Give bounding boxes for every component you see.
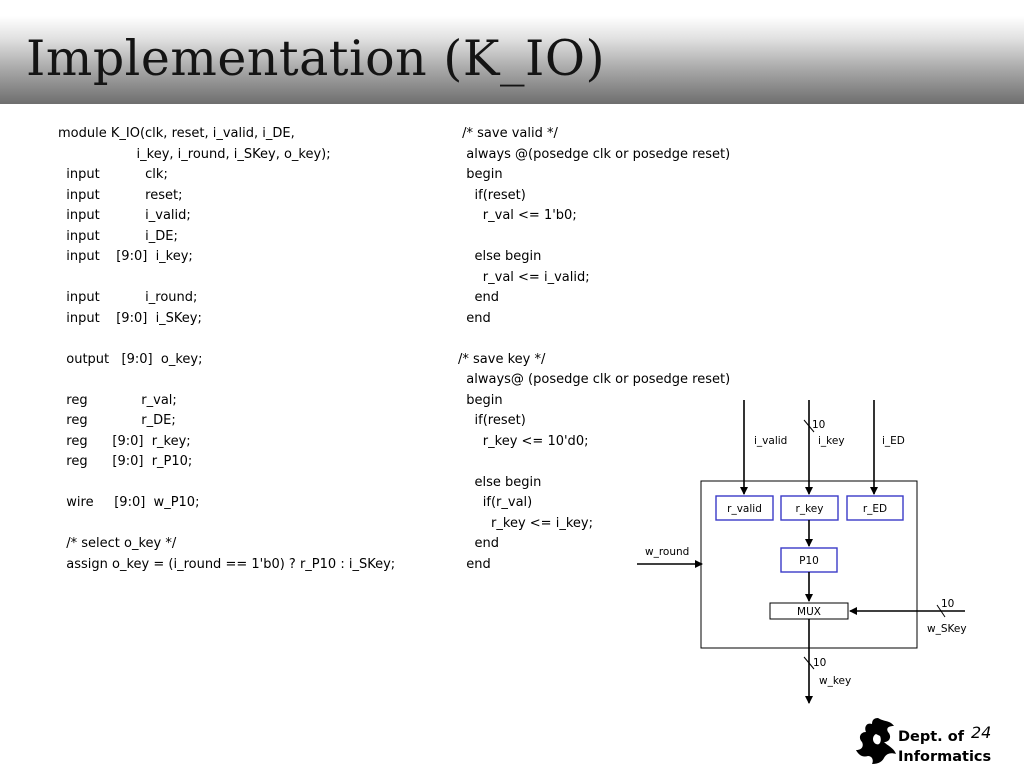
r-ed-register [846,495,904,521]
code-line: module K_IO(clk, reset, i_valid, i_DE, [58,126,295,141]
code-line: output [9:0] o_key; [58,351,203,367]
code-line: input i_valid; [58,208,191,223]
code-line: if(reset) [458,187,526,203]
i-key-bus-slash [803,419,815,433]
i-ed-label: i_ED [882,435,905,447]
code-line: reg r_DE; [58,413,176,428]
code-line: input i_DE; [58,228,178,244]
r-key-label: r_key [796,503,824,515]
r-ed-label: r_ED [863,503,887,515]
page-number: 24 [971,723,992,742]
code-line: wire [9:0] w_P10; [58,495,200,510]
verilog-module-code: module K_IO(clk, reset, i_valid, i_DE, i… [58,124,395,575]
w-key-label: w_key [819,675,851,687]
code-line: r_key <= i_key; [458,515,593,531]
w-skey-bus-width: 10 [941,598,954,610]
code-line: always@ (posedge clk or posedge reset) [458,372,731,387]
r-key-register [780,495,839,521]
code-line: reg [9:0] r_key; [58,433,191,449]
code-line: reg [9:0] r_P10; [58,454,193,469]
code-line: assign o_key = (i_round == 1'b0) ? r_P10… [58,556,396,572]
code-line: else begin [458,474,542,490]
code-line: i_key, i_round, i_SKey, o_key); [58,146,331,162]
w-round-label: w_round [645,546,689,558]
title-bar [0,16,1024,104]
p10-label: P10 [799,555,819,567]
code-line: end [458,536,500,551]
code-line: begin [458,167,503,182]
code-line: input [9:0] i_SKey; [58,310,202,326]
w-skey-bus-slash [936,604,946,618]
code-line: r_val <= 1'b0; [458,208,577,223]
i-key-label: i_key [818,435,845,447]
code-line: else begin [458,249,542,264]
r-valid-register [715,495,774,521]
code-line: /* select o_key */ [58,536,177,551]
code-line: input clk; [58,167,168,182]
code-line: r_val <= i_valid; [458,269,590,285]
w-key-bus-slash [803,656,815,670]
code-line: input i_round; [58,290,198,305]
w-skey-label: w_SKey [927,623,967,635]
code-line: always @(posedge clk or posedge reset) [458,146,731,162]
verilog-always-code: /* save valid */ always @(posedge clk or… [458,124,730,575]
code-line: if(r_val) [458,495,533,510]
code-line: input reset; [58,187,183,203]
department-logo-icon [856,718,896,764]
code-line: end [458,290,500,305]
code-line: begin [458,392,503,408]
w-key-bus-width: 10 [813,657,826,669]
r-valid-label: r_valid [727,503,762,515]
code-line: /* save valid */ [458,126,558,141]
slide-title: Implementation (K_IO) [26,30,606,87]
code-line: if(reset) [458,413,526,428]
i-valid-label: i_valid [754,435,787,447]
mux-label: MUX [797,606,821,618]
code-line: input [9:0] i_key; [58,249,193,264]
department-name: Dept. of Informatics [898,727,991,767]
i-key-bus-width: 10 [812,419,825,431]
code-line: reg r_val; [58,392,177,408]
department-line1: Dept. of [898,729,965,745]
code-line: /* save key */ [458,351,546,367]
code-line: r_key <= 10'd0; [458,433,589,449]
department-line2: Informatics [898,749,992,765]
code-line: end [458,556,491,572]
code-line: end [458,310,491,326]
